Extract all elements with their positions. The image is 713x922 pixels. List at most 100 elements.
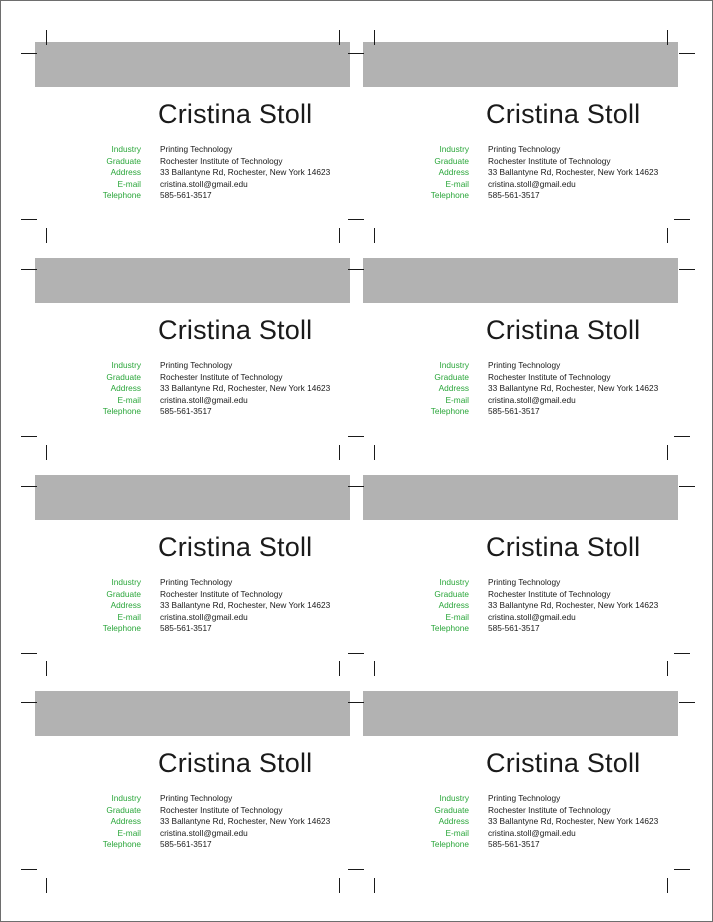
address-value: 33 Ballantyne Rd, Rochester, New York 14… bbox=[160, 600, 331, 611]
graduate-value: Rochester Institute of Technology bbox=[160, 588, 283, 599]
address-value: 33 Ballantyne Rd, Rochester, New York 14… bbox=[160, 816, 331, 827]
card-name: Cristina Stoll bbox=[486, 99, 641, 129]
email-label: E-mail bbox=[445, 611, 469, 622]
crop-mark bbox=[667, 445, 668, 460]
telephone-label: Telephone bbox=[430, 623, 469, 634]
crop-mark bbox=[667, 661, 668, 676]
graduate-label: Graduate bbox=[434, 804, 469, 815]
email-value: cristina.stoll@gmail.edu bbox=[160, 611, 248, 622]
crop-mark bbox=[679, 53, 695, 54]
card-header-band bbox=[363, 691, 678, 736]
card-name: Cristina Stoll bbox=[158, 532, 313, 562]
industry-value: Printing Technology bbox=[488, 793, 561, 803]
card-header-band bbox=[35, 258, 350, 303]
industry-value: Printing Technology bbox=[488, 144, 561, 154]
card-name: Cristina Stoll bbox=[158, 315, 313, 345]
crop-mark bbox=[374, 661, 375, 676]
graduate-label: Graduate bbox=[434, 155, 469, 166]
graduate-label: Graduate bbox=[106, 155, 141, 166]
crop-mark bbox=[339, 661, 340, 676]
graduate-value: Rochester Institute of Technology bbox=[488, 804, 611, 815]
industry-label: Industry bbox=[439, 577, 469, 587]
crop-mark bbox=[46, 30, 47, 45]
email-label: E-mail bbox=[117, 178, 141, 189]
email-label: E-mail bbox=[117, 611, 141, 622]
card-name: Cristina Stoll bbox=[486, 315, 641, 345]
address-value: 33 Ballantyne Rd, Rochester, New York 14… bbox=[488, 167, 659, 178]
address-value: 33 Ballantyne Rd, Rochester, New York 14… bbox=[488, 816, 659, 827]
crop-mark bbox=[46, 878, 47, 893]
crop-mark bbox=[374, 445, 375, 460]
telephone-value: 585-561-3517 bbox=[488, 406, 540, 417]
crop-mark bbox=[667, 878, 668, 893]
card-name: Cristina Stoll bbox=[486, 748, 641, 778]
graduate-label: Graduate bbox=[106, 371, 141, 382]
telephone-label: Telephone bbox=[430, 190, 469, 201]
graduate-label: Graduate bbox=[106, 804, 141, 815]
crop-mark bbox=[674, 219, 690, 220]
telephone-row: Telephone 585-561-3517 bbox=[363, 190, 678, 202]
telephone-value: 585-561-3517 bbox=[488, 190, 540, 201]
graduate-row: Graduate Rochester Institute of Technolog… bbox=[35, 589, 350, 601]
graduate-label: Graduate bbox=[434, 588, 469, 599]
crop-mark bbox=[46, 661, 47, 676]
crop-mark bbox=[46, 445, 47, 460]
address-value: 33 Ballantyne Rd, Rochester, New York 14… bbox=[160, 167, 331, 178]
address-label: Address bbox=[438, 383, 469, 394]
crop-mark bbox=[21, 436, 37, 437]
crop-mark bbox=[46, 228, 47, 243]
address-row: Address 33 Ballantyne Rd, Rochester, New … bbox=[363, 600, 678, 612]
industry-value: Printing Technology bbox=[160, 577, 233, 587]
address-label: Address bbox=[438, 600, 469, 611]
card-header-band bbox=[35, 475, 350, 520]
card-header-band bbox=[35, 691, 350, 736]
graduate-value: Rochester Institute of Technology bbox=[488, 588, 611, 599]
card-header-band bbox=[363, 258, 678, 303]
email-label: E-mail bbox=[445, 827, 469, 838]
crop-mark bbox=[348, 436, 364, 437]
graduate-label: Graduate bbox=[106, 588, 141, 599]
crop-mark bbox=[348, 869, 364, 870]
crop-mark bbox=[667, 30, 668, 45]
email-label: E-mail bbox=[117, 827, 141, 838]
graduate-row: Graduate Rochester Institute of Technolog… bbox=[363, 589, 678, 601]
email-value: cristina.stoll@gmail.edu bbox=[488, 611, 576, 622]
crop-mark bbox=[667, 228, 668, 243]
card-header-band bbox=[35, 42, 350, 87]
address-label: Address bbox=[110, 383, 141, 394]
address-value: 33 Ballantyne Rd, Rochester, New York 14… bbox=[488, 600, 659, 611]
email-label: E-mail bbox=[117, 394, 141, 405]
crop-mark bbox=[21, 653, 37, 654]
email-label: E-mail bbox=[445, 394, 469, 405]
crop-mark bbox=[348, 53, 364, 54]
crop-mark bbox=[348, 486, 364, 487]
crop-mark bbox=[348, 702, 364, 703]
address-label: Address bbox=[438, 167, 469, 178]
crop-mark bbox=[348, 653, 364, 654]
crop-mark bbox=[374, 878, 375, 893]
